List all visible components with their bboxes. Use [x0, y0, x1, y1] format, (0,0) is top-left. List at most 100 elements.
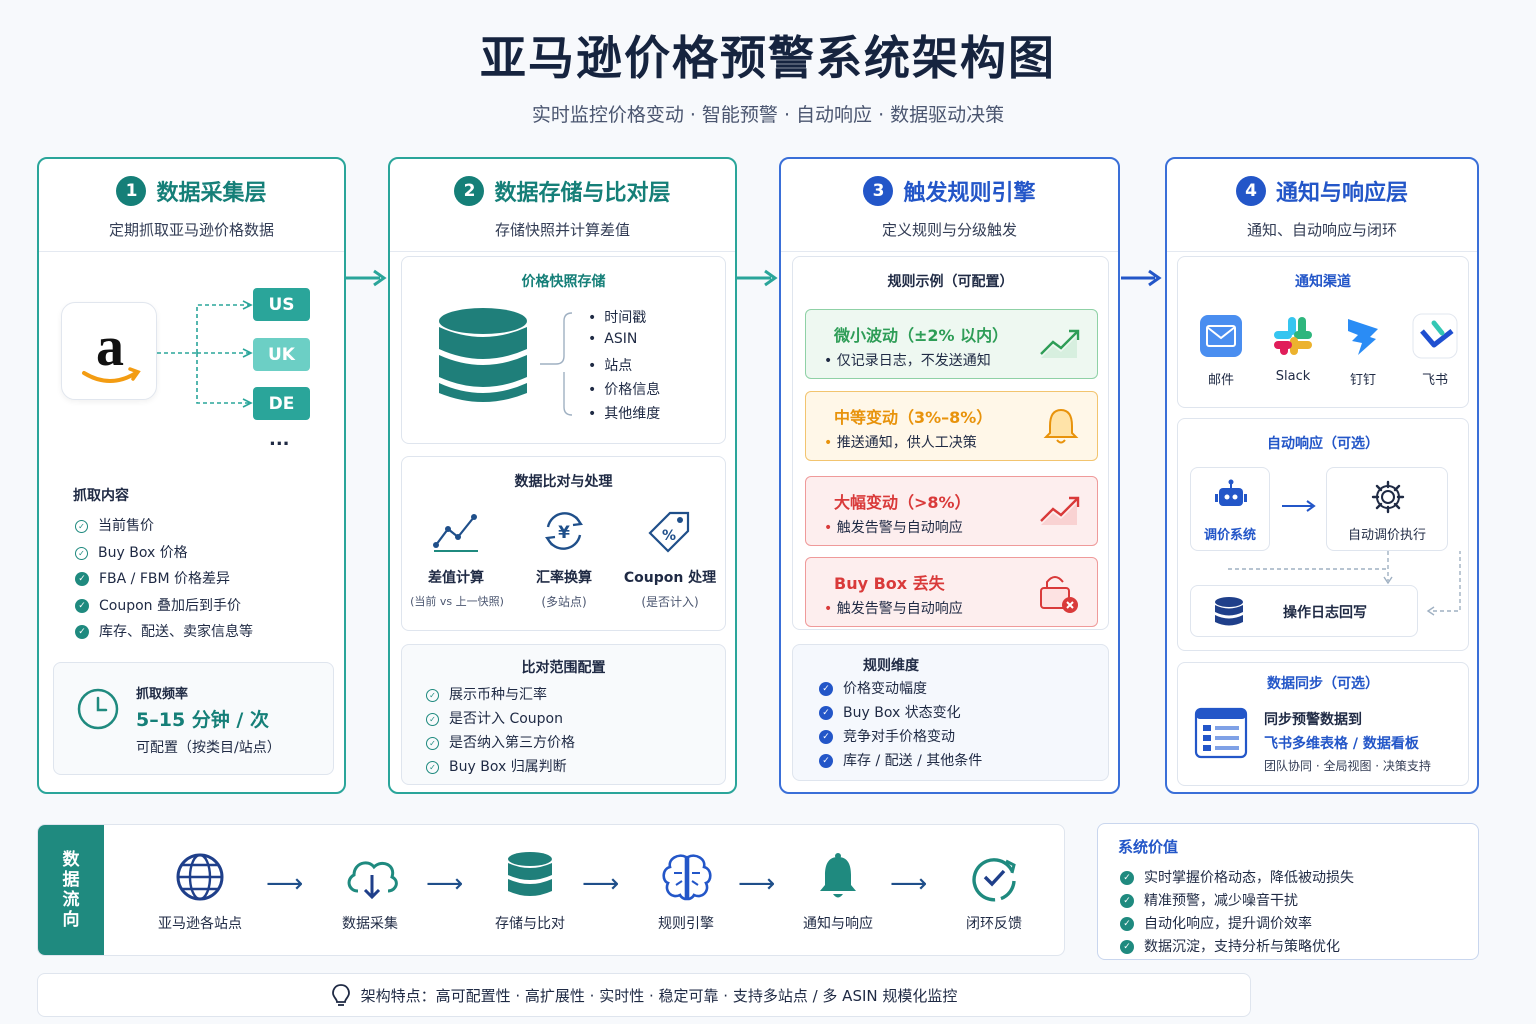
freq-value: 5–15 分钟 / 次: [136, 709, 269, 731]
content-title: 抓取内容: [73, 488, 129, 504]
layer-number: 4: [1235, 176, 1266, 206]
slack-icon: [1274, 317, 1312, 355]
channel-label: 钉钉: [1349, 373, 1376, 388]
compare-box: 数据比对与处理 ¥ % 差值计算 (当前 vs 上一快照) 汇率换算 (多站点)…: [401, 456, 726, 631]
snapshot-field: 其他维度: [604, 406, 661, 422]
rule-desc: • 仅记录日志，不发送通知: [824, 353, 991, 369]
check-icon: ✓: [1120, 894, 1134, 908]
bell-icon: [1043, 408, 1079, 444]
channels-box: 通知渠道 邮件 Slack 钉钉 飞书: [1177, 256, 1469, 408]
lightbulb-icon: [331, 984, 350, 1006]
amazon-logo-icon: a: [61, 302, 157, 400]
freq-box: 抓取频率 5–15 分钟 / 次 可配置（按类目/站点）: [53, 662, 334, 775]
snapshot-box: 价格快照存储 •时间戳 •ASIN •站点 •价格信息 •其他维度: [401, 256, 726, 444]
check-icon: ✓: [819, 706, 833, 720]
layer-number: 2: [454, 176, 485, 206]
flow-step-label: 数据采集: [342, 916, 398, 932]
flow-arrow: ⟶: [426, 869, 464, 899]
rule-dim: 库存 / 配送 / 其他条件: [843, 753, 983, 769]
rule-minor: 微小波动（±2% 以内） • 仅记录日志，不发送通知: [805, 309, 1098, 379]
value-item: 自动化响应，提升调价效率: [1144, 916, 1312, 932]
channel-label: 飞书: [1421, 373, 1448, 388]
currency-exchange-icon: ¥: [545, 512, 583, 550]
more-sites: ...: [269, 429, 290, 450]
rule-title: 中等变动（3%–8%）: [834, 408, 993, 427]
cloud-download-icon: [347, 861, 398, 900]
value-item: 数据沉淀，支持分析与策略优化: [1144, 939, 1340, 955]
flow-step: 通知与响应: [768, 825, 908, 955]
check-icon: ✓: [426, 712, 439, 726]
sync-line2: 飞书多维表格 / 数据看板: [1264, 736, 1419, 752]
snapshot-field: 价格信息: [604, 382, 661, 398]
field-bracket: [540, 312, 573, 416]
database-icon: [1215, 597, 1243, 626]
channels-title: 通知渠道: [1295, 274, 1351, 290]
writeback-connector: [1228, 551, 1461, 616]
globe-icon: [176, 853, 224, 901]
check-icon: ✓: [75, 625, 89, 639]
dingtalk-icon: [1348, 319, 1378, 355]
flow-arrow: ⟶: [738, 869, 776, 899]
compare-item-label: 汇率换算: [536, 570, 592, 586]
database-icon: [439, 308, 527, 402]
rule-title: 微小波动（±2% 以内）: [834, 326, 1009, 345]
rule-desc: • 触发告警与自动响应: [824, 520, 963, 536]
flow-arrow: ⟶: [890, 869, 928, 899]
rule-dim: 竞争对手价格变动: [843, 729, 955, 745]
auto-response-box: 自动响应（可选） 调价系统 自动调价执行 操作日志回写: [1177, 418, 1469, 651]
page-title: 亚马逊价格预警系统架构图: [480, 31, 1056, 85]
channel-label: 邮件: [1207, 373, 1234, 388]
gear-icon: [1371, 480, 1405, 514]
collect-layer: 1 数据采集层 定期抓取亚马逊价格数据 a US UK DE ... 抓取内容 …: [37, 157, 346, 794]
range-item: 是否纳入第三方价格: [449, 735, 575, 751]
flow-step: 存储与比对: [460, 825, 600, 955]
auto-response-title: 自动响应（可选）: [1267, 436, 1379, 452]
flow-step-label: 存储与比对: [495, 916, 565, 932]
check-icon: ✓: [75, 599, 89, 613]
range-title: 比对范围配置: [521, 660, 606, 676]
compare-title: 数据比对与处理: [514, 474, 613, 490]
sync-box: 数据同步（可选） 同步预警数据到 飞书多维表格 / 数据看板 团队协同 · 全局…: [1177, 662, 1469, 786]
content-item: Coupon 叠加后到手价: [99, 598, 241, 614]
rule-dims-title: 规则维度: [863, 658, 919, 674]
log-writeback-box: 操作日志回写: [1190, 585, 1418, 637]
svg-text:¥: ¥: [558, 523, 570, 543]
svg-text:%: %: [662, 528, 676, 544]
table-icon: [1194, 707, 1248, 759]
layer-title: 通知与响应层: [1275, 181, 1408, 206]
range-item: 是否计入 Coupon: [449, 711, 563, 727]
range-item: Buy Box 归属判断: [449, 759, 567, 775]
layer-number: 3: [863, 176, 894, 206]
content-item: 当前售价: [98, 518, 154, 534]
flow-arrow: ⟶: [266, 869, 304, 899]
compare-item-note: (是否计入): [641, 595, 699, 609]
layer-desc: 存储快照并计算差值: [494, 221, 630, 239]
clock-icon: [77, 688, 119, 730]
layer-title: 触发规则引擎: [903, 181, 1036, 206]
compare-item-note: (多站点): [541, 595, 587, 609]
arrow-right-icon: [737, 269, 778, 287]
loop-check-icon: [972, 858, 1016, 902]
arrow-right-icon: [1282, 500, 1316, 512]
snapshot-field: 站点: [604, 358, 633, 374]
rule-dim: Buy Box 状态变化: [843, 705, 961, 721]
rule-examples-title: 规则示例（可配置）: [887, 274, 1014, 290]
snapshot-field: ASIN: [604, 331, 638, 347]
reprice-system-label: 调价系统: [1203, 528, 1256, 543]
site-us: US: [253, 288, 310, 321]
check-icon: ✓: [426, 688, 439, 702]
layer-title: 数据存储与比对层: [494, 181, 671, 206]
flow-step-label: 闭环反馈: [966, 916, 1022, 932]
bell-icon: [820, 853, 856, 898]
rule-medium: 中等变动（3%–8%） • 推送通知，供人工决策: [805, 391, 1098, 461]
flow-step: 规则引擎: [616, 825, 756, 955]
architecture-features-text: 架构特点：高可配置性 · 高扩展性 · 实时性 · 稳定可靠 · 支持多站点 /…: [360, 986, 958, 1005]
range-box: 比对范围配置 ✓展示币种与汇率 ✓是否计入 Coupon ✓是否纳入第三方价格 …: [401, 644, 726, 785]
check-icon: ✓: [75, 546, 88, 560]
page-subtitle: 实时监控价格变动 · 智能预警 · 自动响应 · 数据驱动决策: [531, 104, 1005, 126]
range-item: 展示币种与汇率: [449, 687, 547, 703]
layer-desc: 定义规则与分级触发: [881, 221, 1017, 239]
snapshot-title: 价格快照存储: [521, 274, 606, 290]
trend-up-icon: [1040, 329, 1080, 358]
check-icon: ✓: [1120, 871, 1134, 885]
